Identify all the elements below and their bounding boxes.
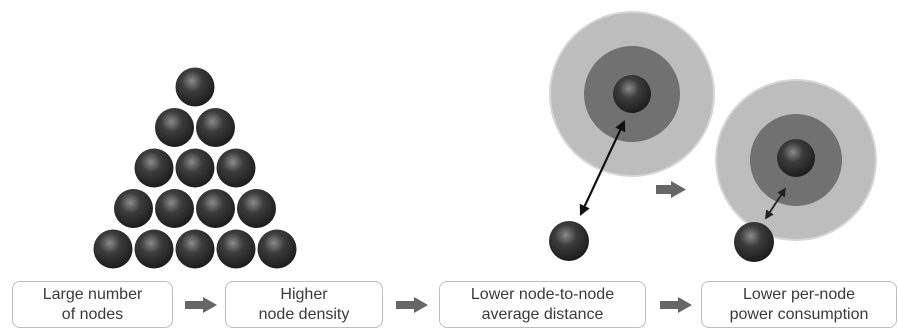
pyramid-node <box>134 148 174 188</box>
pyramid-node <box>155 108 194 147</box>
pyramid-node <box>134 229 174 269</box>
flow-arrow <box>660 297 692 313</box>
step-box-higher-node-density: Higher node density <box>225 281 383 328</box>
node-ball <box>734 222 774 262</box>
distance-arrow <box>579 120 626 216</box>
node-ball <box>777 139 815 177</box>
node-ball <box>613 75 651 113</box>
pyramid-node <box>175 67 215 107</box>
step-box-lower-power-consumption: Lower per-node power consumption <box>701 281 897 328</box>
coverage-scenario-far <box>549 11 715 261</box>
step-box-lower-average-distance: Lower node-to-node average distance <box>439 281 646 328</box>
pyramid-node <box>114 189 153 228</box>
flow-arrow <box>396 297 428 313</box>
node-pyramid <box>93 67 297 269</box>
node-ball <box>549 221 589 261</box>
flow-arrow <box>185 297 217 313</box>
pyramid-node <box>196 189 235 228</box>
pyramid-node <box>237 189 276 228</box>
coverage-scenario-near <box>715 79 877 262</box>
pyramid-node <box>257 229 297 269</box>
pyramid-node <box>175 148 215 188</box>
scenario-arrow <box>656 181 686 198</box>
step-box-large-number-of-nodes: Large number of nodes <box>12 281 173 328</box>
step-label: Large number of nodes <box>42 285 143 323</box>
pyramid-node <box>216 229 256 269</box>
pyramid-node <box>216 148 256 188</box>
pyramid-node <box>155 189 194 228</box>
step-label: Higher node density <box>258 285 350 323</box>
step-label: Lower per-node power consumption <box>729 285 869 323</box>
step-label: Lower node-to-node average distance <box>470 285 615 323</box>
pyramid-node <box>196 108 235 147</box>
pyramid-node <box>93 229 133 269</box>
pyramid-node <box>175 229 215 269</box>
distance-arrow <box>765 187 786 220</box>
